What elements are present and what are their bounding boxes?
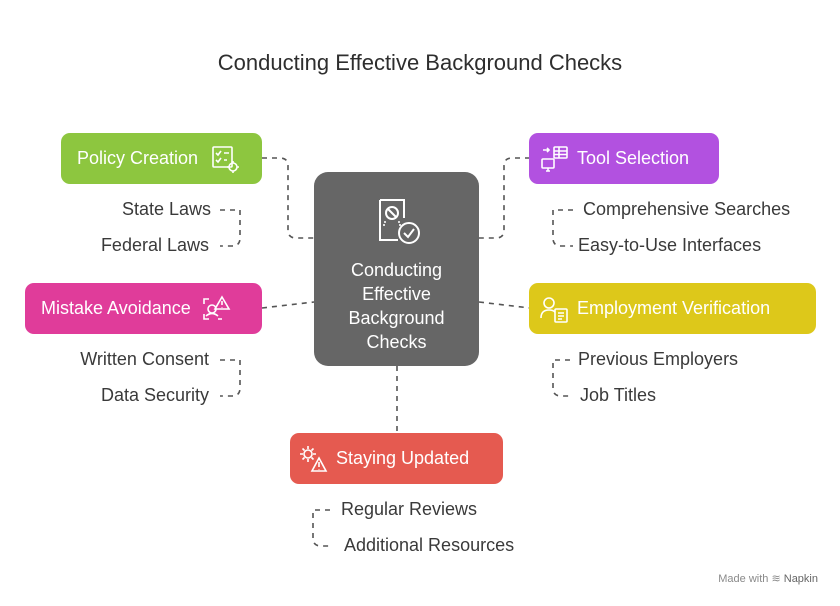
node-label: Policy Creation — [77, 148, 199, 168]
napkin-logo-icon: ≋ — [771, 573, 781, 585]
leaf-easy-to-use-interfaces: Easy-to-Use Interfaces — [578, 235, 762, 255]
gear-warning-icon — [298, 444, 328, 474]
leaf-comprehensive-searches: Comprehensive Searches — [583, 199, 791, 219]
leaf-state-laws: State Laws — [121, 199, 211, 219]
node-label: Staying Updated — [336, 448, 470, 468]
leaf-additional-resources: Additional Resources — [344, 535, 515, 555]
made-with-label: Made with — [718, 573, 769, 585]
employment-verification-node: Employment Verification — [529, 283, 816, 334]
leaf-federal-laws: Federal Laws — [100, 235, 209, 255]
made-with-napkin-footer[interactable]: Made with ≋ Napkin — [718, 572, 818, 585]
mistake-avoidance-node: Mistake Avoidance — [25, 283, 262, 334]
tool-selection-node: Tool Selection — [529, 133, 719, 184]
person-document-icon — [539, 294, 569, 324]
center-node: Conducting Effective Background Checks — [314, 172, 479, 366]
checklist-gear-icon — [210, 144, 240, 174]
diagram-title: Conducting Effective Background Checks — [217, 50, 623, 75]
center-label: Conducting Effective Background Checks — [348, 260, 445, 352]
leaf-data-security: Data Security — [100, 385, 209, 405]
node-label: Tool Selection — [577, 148, 690, 168]
leaf-previous-employers: Previous Employers — [578, 349, 739, 369]
policy-creation-node: Policy Creation — [61, 133, 262, 184]
staying-updated-node: Staying Updated — [290, 433, 503, 484]
leaf-written-consent: Written Consent — [80, 349, 209, 369]
warning-scan-icon — [201, 294, 231, 324]
napkin-brand: Napkin — [783, 573, 818, 585]
leaf-job-titles: Job Titles — [580, 385, 657, 405]
tools-table-icon — [539, 144, 569, 174]
leaf-regular-reviews: Regular Reviews — [341, 499, 478, 519]
node-label: Mistake Avoidance — [41, 298, 191, 318]
verified-document-icon — [372, 196, 422, 246]
node-label: Employment Verification — [577, 298, 771, 318]
